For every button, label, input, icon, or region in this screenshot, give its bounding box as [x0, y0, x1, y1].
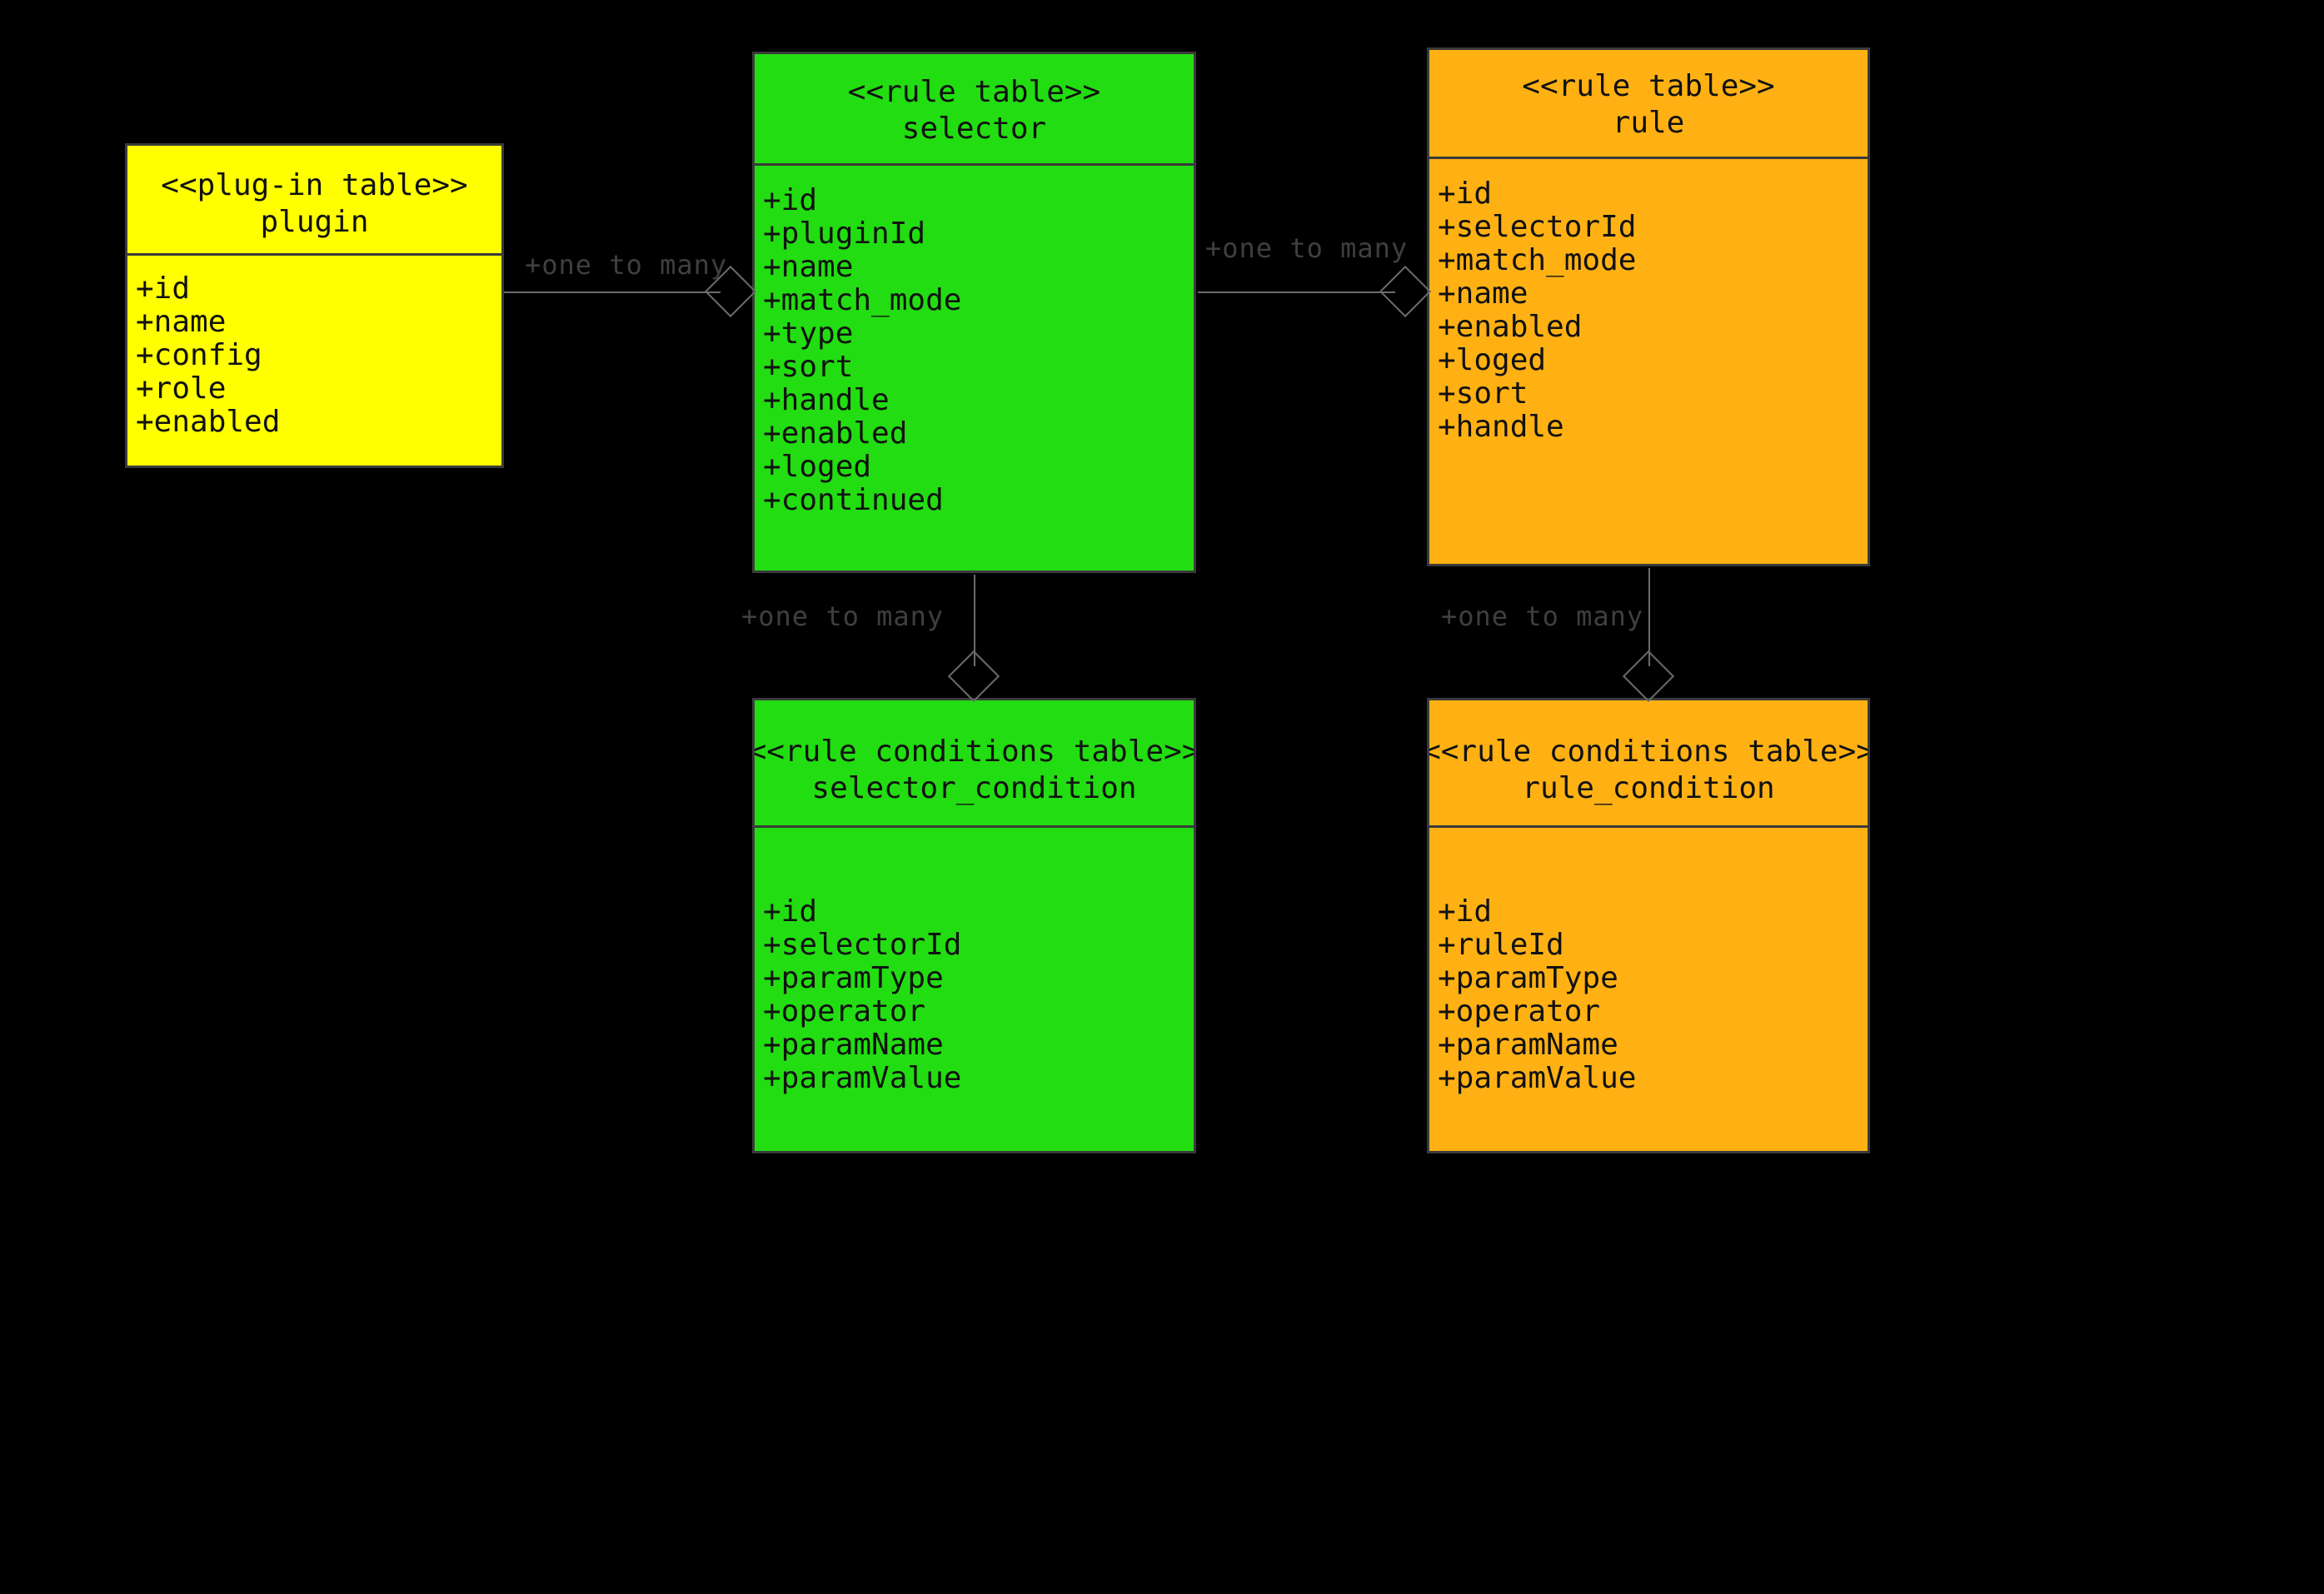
entity-rule-stereotype: <<rule table>>	[1522, 69, 1775, 103]
attribute-row: +pluginId	[763, 217, 926, 251]
entity-rule-condition[interactable]: <<rule conditions table>> rule_condition…	[1427, 698, 1870, 1153]
entity-selector-attributes: +id +pluginId +name +match_mode +type +s…	[755, 166, 1194, 570]
attribute-row: +id	[763, 894, 818, 929]
edge-label-plugin-selector: +one to many	[525, 249, 728, 281]
attribute-row: +id	[1438, 177, 1493, 211]
attribute-row: +sort	[1438, 376, 1529, 411]
aggregation-diamond-icon	[947, 650, 1000, 703]
attribute-row: +role	[136, 371, 227, 406]
entity-rule-condition-attributes: +id +ruleId +paramType +operator +paramN…	[1429, 828, 1868, 1151]
attribute-row: +match_mode	[763, 283, 962, 317]
edge-rule-rule-condition	[1648, 568, 1650, 666]
entity-plugin-stereotype: <<plug-in table>>	[161, 168, 468, 202]
attribute-row: +id	[763, 183, 818, 217]
entity-plugin-attributes: +id +name +config +role +enabled	[127, 256, 501, 466]
entity-selector-condition-header: <<rule conditions table>> selector_condi…	[755, 700, 1194, 828]
entity-plugin-name: plugin	[260, 205, 369, 239]
aggregation-diamond-icon	[1622, 650, 1675, 703]
attribute-row: +name	[1438, 276, 1529, 311]
entity-selector-condition-stereotype: <<rule conditions table>>	[755, 735, 1194, 769]
edge-selector-rule	[1198, 291, 1395, 293]
entity-rule-condition-stereotype: <<rule conditions table>>	[1429, 735, 1868, 769]
attribute-row: +operator	[763, 994, 926, 1029]
attribute-row: +paramValue	[1438, 1061, 1637, 1095]
entity-selector-condition-attributes: +id +selectorId +paramType +operator +pa…	[755, 828, 1194, 1151]
entity-rule-attributes: +id +selectorId +match_mode +name +enabl…	[1429, 159, 1868, 564]
edge-label-rule-rule-condition: +one to many	[1441, 600, 1644, 632]
attribute-row: +enabled	[1438, 310, 1583, 344]
attribute-row: +paramName	[1438, 1028, 1618, 1062]
attribute-row: +paramName	[763, 1028, 944, 1062]
attribute-row: +loged	[763, 450, 872, 484]
entity-rule-condition-header: <<rule conditions table>> rule_condition	[1429, 700, 1868, 828]
entity-selector-stereotype: <<rule table>>	[847, 75, 1101, 109]
attribute-row: +enabled	[136, 405, 281, 439]
attribute-row: +config	[136, 338, 262, 372]
attribute-row: +handle	[763, 383, 890, 417]
attribute-row: +name	[763, 250, 854, 284]
attribute-row: +operator	[1438, 994, 1601, 1029]
attribute-row: +id	[1438, 894, 1493, 929]
attribute-row: +paramType	[1438, 961, 1618, 995]
attribute-row: +sort	[763, 350, 854, 384]
entity-plugin[interactable]: <<plug-in table>> plugin +id +name +conf…	[125, 143, 504, 468]
attribute-row: +handle	[1438, 410, 1564, 444]
edge-label-selector-selector-condition: +one to many	[741, 600, 945, 632]
attribute-row: +id	[136, 271, 191, 306]
attribute-row: +paramType	[763, 961, 944, 995]
aggregation-diamond-icon	[1379, 265, 1432, 318]
edge-plugin-selector	[504, 291, 721, 293]
attribute-row: +enabled	[763, 416, 908, 451]
attribute-row: +continued	[763, 483, 944, 517]
entity-rule-condition-name: rule_condition	[1522, 771, 1775, 805]
entity-selector-header: <<rule table>> selector	[755, 54, 1194, 166]
edge-selector-selector-condition	[974, 575, 975, 666]
entity-rule-name: rule	[1612, 106, 1685, 140]
entity-rule[interactable]: <<rule table>> rule +id +selectorId +mat…	[1427, 47, 1870, 566]
attribute-row: +match_mode	[1438, 243, 1637, 277]
attribute-row: +selectorId	[1438, 210, 1637, 244]
entity-rule-header: <<rule table>> rule	[1429, 50, 1868, 159]
entity-selector-name: selector	[901, 112, 1047, 146]
attribute-row: +ruleId	[1438, 928, 1564, 962]
attribute-row: +paramValue	[763, 1061, 962, 1095]
entity-selector[interactable]: <<rule table>> selector +id +pluginId +n…	[752, 52, 1196, 573]
entity-plugin-header: <<plug-in table>> plugin	[127, 146, 501, 256]
attribute-row: +type	[763, 316, 854, 351]
edge-label-selector-rule: +one to many	[1205, 232, 1409, 264]
attribute-row: +name	[136, 305, 227, 339]
attribute-row: +loged	[1438, 343, 1547, 377]
entity-selector-condition[interactable]: <<rule conditions table>> selector_condi…	[752, 698, 1196, 1153]
entity-selector-condition-name: selector_condition	[811, 771, 1137, 805]
attribute-row: +selectorId	[763, 928, 962, 962]
